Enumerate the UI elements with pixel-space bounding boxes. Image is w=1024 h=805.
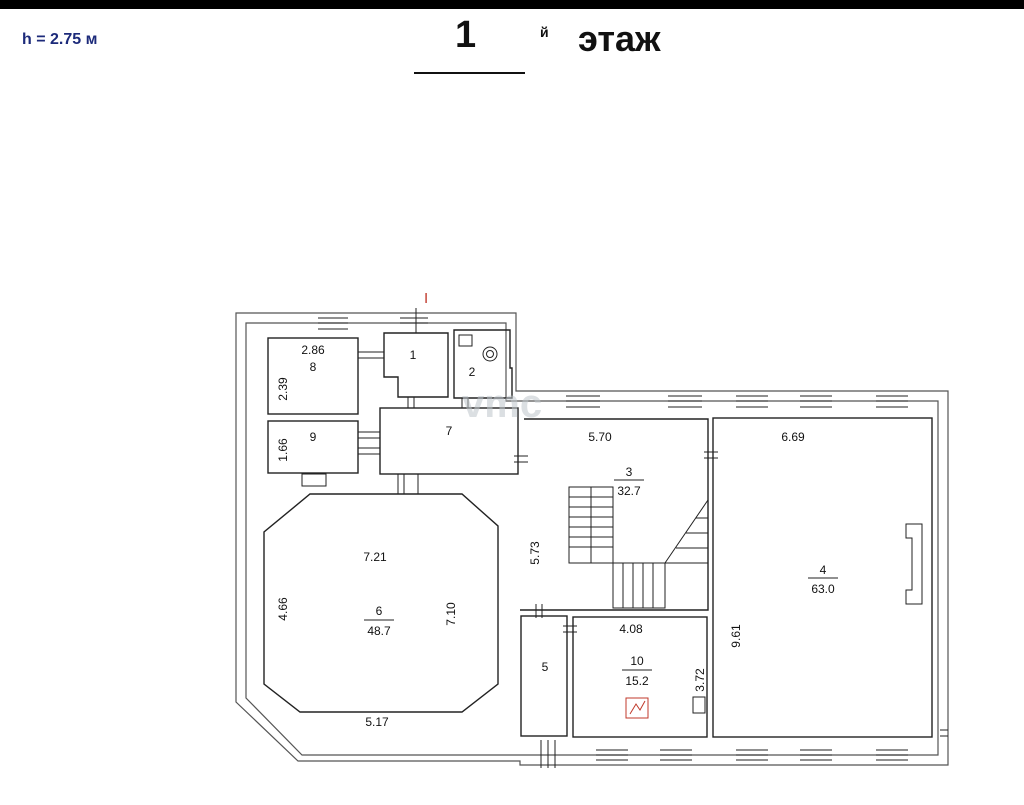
interior-walls: [263, 329, 933, 738]
floor-number-suffix: й: [540, 24, 549, 40]
door: [407, 397, 415, 408]
room-number: 3: [626, 465, 633, 479]
window: [736, 395, 768, 408]
room-dimension: 1.66: [276, 438, 290, 462]
floor-title-underline: [414, 72, 525, 74]
room-number: 10: [630, 654, 644, 668]
door: [397, 474, 419, 494]
lightning-icon: [629, 700, 646, 715]
window: [800, 395, 832, 408]
window: [540, 740, 556, 768]
floor-title: этаж: [578, 18, 661, 59]
window: [940, 729, 948, 737]
top-border: [0, 0, 1024, 9]
windows: [318, 317, 948, 768]
window: [876, 749, 908, 761]
floor-number: 1: [455, 14, 477, 56]
door: [358, 351, 384, 359]
ceiling-height-note: h = 2.75 м: [22, 31, 98, 48]
area-underlines: [364, 479, 838, 671]
room-dimension: 9.61: [729, 624, 743, 648]
window: [400, 317, 428, 324]
room-dimension: 7.21: [363, 550, 387, 564]
staircase: [568, 486, 709, 609]
room-dimension: 4.08: [619, 622, 643, 636]
outer-walls: [235, 312, 949, 766]
door: [358, 431, 380, 439]
window: [660, 749, 692, 761]
toilet: [482, 346, 498, 362]
fireplace: [905, 523, 923, 605]
room-dimension: 5.70: [588, 430, 612, 444]
room-number: 5: [542, 660, 549, 674]
door: [563, 625, 577, 633]
room-area: 15.2: [625, 674, 649, 688]
room-area: 32.7: [617, 484, 641, 498]
door: [358, 447, 380, 455]
window: [876, 395, 908, 408]
window: [566, 395, 600, 408]
door: [704, 451, 718, 459]
room-dimension: 3.72: [693, 668, 707, 692]
watermark: vmc: [462, 382, 542, 426]
room-number: 7: [446, 424, 453, 438]
door: [514, 455, 528, 463]
room-number: 4: [820, 563, 827, 577]
room-dimension: 4.66: [276, 597, 290, 621]
window: [800, 749, 832, 761]
room-dimension: 7.10: [444, 602, 458, 626]
fixtures: [301, 334, 923, 719]
room-dimension: 5.17: [365, 715, 389, 729]
sink: [458, 334, 473, 347]
window: [668, 395, 702, 408]
room-number: 8: [310, 360, 317, 374]
toilet-bowl: [486, 350, 494, 358]
room-number: 9: [310, 430, 317, 444]
door: [461, 398, 469, 408]
room-dimension: 6.69: [781, 430, 805, 444]
room-number: 6: [376, 604, 383, 618]
niche: [301, 473, 327, 487]
entrance-mark: I: [424, 290, 428, 307]
room-dimension: 2.39: [276, 377, 290, 401]
electrical-panel-icon: [625, 697, 649, 719]
room-area: 48.7: [367, 624, 391, 638]
room-number: 1: [410, 348, 417, 362]
window: [596, 749, 628, 761]
door: [535, 604, 543, 618]
room-area: 63.0: [811, 582, 835, 596]
doors: [358, 308, 718, 633]
window: [318, 317, 348, 330]
meter-box: [692, 696, 706, 714]
room-number: 2: [469, 365, 476, 379]
room-dimension: 5.73: [528, 541, 542, 565]
window: [736, 749, 768, 761]
room-dimension: 2.86: [301, 343, 325, 357]
